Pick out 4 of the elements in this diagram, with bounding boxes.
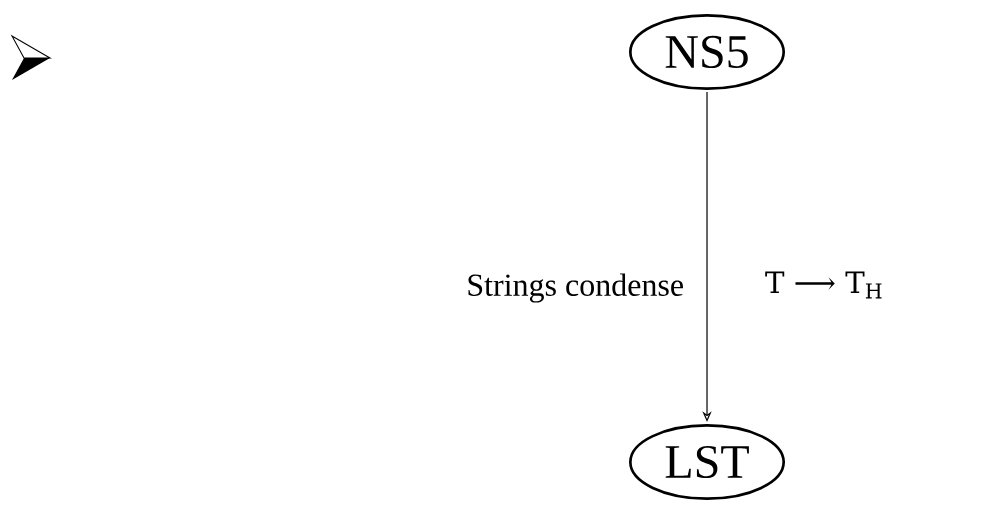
ellipse-node: LST xyxy=(629,424,785,500)
ellipse-node: NS5 xyxy=(629,14,785,90)
edge-label: Strings condense xyxy=(468,273,683,303)
label-text: T ⟶ T$_{H}$ xyxy=(765,271,882,299)
